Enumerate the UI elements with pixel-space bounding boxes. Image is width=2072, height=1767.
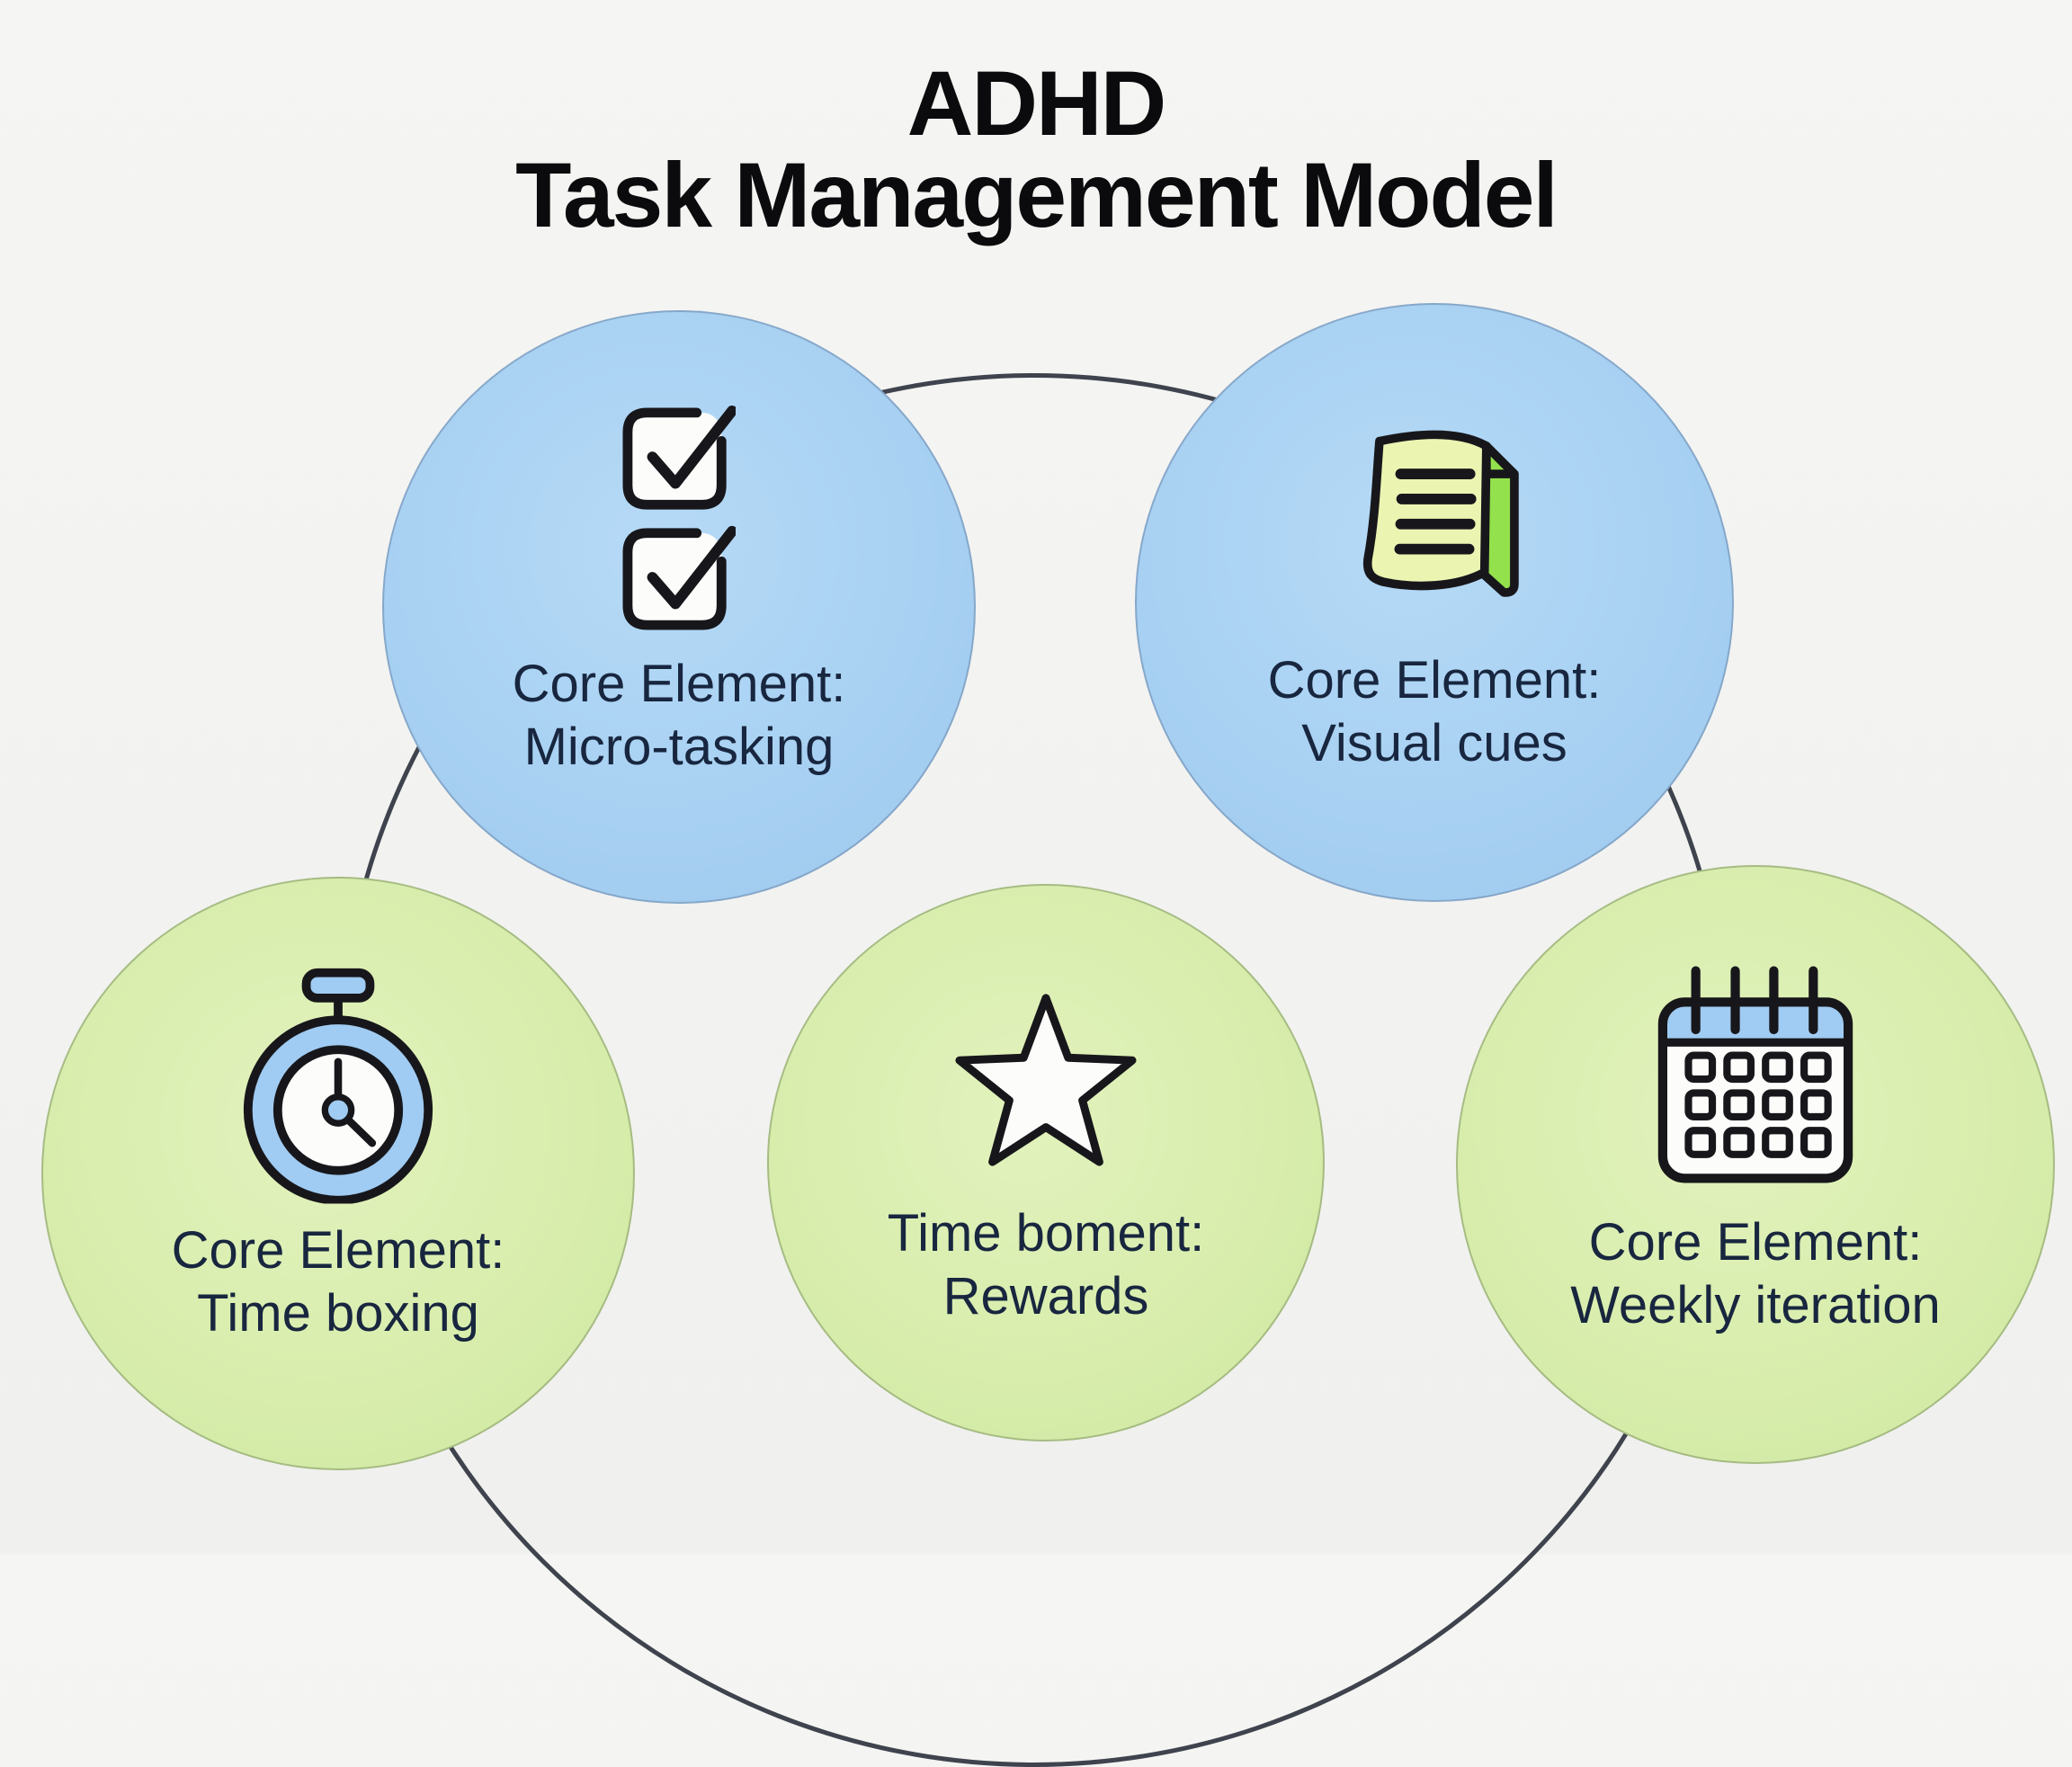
title-line-2: Task Management Model — [515, 144, 1558, 246]
node-label: Core Element: Micro-tasking — [513, 653, 846, 779]
node-visual-cues: Core Element: Visual cues — [1135, 303, 1734, 902]
node-micro-tasking: Core Element: Micro-tasking — [382, 310, 976, 904]
checklist-icon — [622, 404, 737, 634]
node-label-line2: Micro-tasking — [523, 718, 835, 777]
node-label: Core Element: Time boxing — [172, 1219, 505, 1345]
node-label-line1: Time boment: — [887, 1203, 1205, 1263]
node-label: Core Element: Visual cues — [1268, 649, 1602, 775]
node-rewards: Time boment: Rewards — [767, 884, 1325, 1441]
stopwatch-icon — [239, 967, 437, 1205]
node-label: Core Element: Weekly iteration — [1570, 1211, 1941, 1337]
node-label-line2: Weekly iteration — [1570, 1276, 1941, 1335]
note-icon — [1362, 430, 1519, 597]
node-label-line1: Core Element: — [512, 655, 846, 714]
node-label-line2: Visual cues — [1301, 714, 1567, 773]
node-label-line1: Core Element: — [171, 1221, 505, 1281]
calendar-icon — [1650, 965, 1862, 1185]
checklist-icon — [622, 405, 737, 630]
stopwatch-icon — [243, 968, 433, 1205]
node-label-line2: Time boxing — [197, 1284, 479, 1343]
node-time-boxing: Core Element: Time boxing — [41, 877, 635, 1470]
node-weekly-iteration: Core Element: Weekly iteration — [1456, 865, 2055, 1464]
star-icon — [943, 986, 1148, 1174]
node-label-line2: Rewards — [942, 1266, 1149, 1325]
calendar-icon — [1657, 966, 1853, 1183]
node-label-line1: Core Element: — [1588, 1213, 1923, 1272]
node-label: Time boment: Rewards — [888, 1202, 1204, 1328]
star-icon — [955, 994, 1137, 1166]
note-icon — [1334, 422, 1536, 605]
page-title: ADHD Task Management Model — [0, 58, 2072, 241]
title-line-1: ADHD — [906, 52, 1167, 155]
node-label-line1: Core Element: — [1267, 651, 1602, 710]
infographic-canvas: ADHD Task Management Model Core Element:… — [0, 58, 2072, 1767]
